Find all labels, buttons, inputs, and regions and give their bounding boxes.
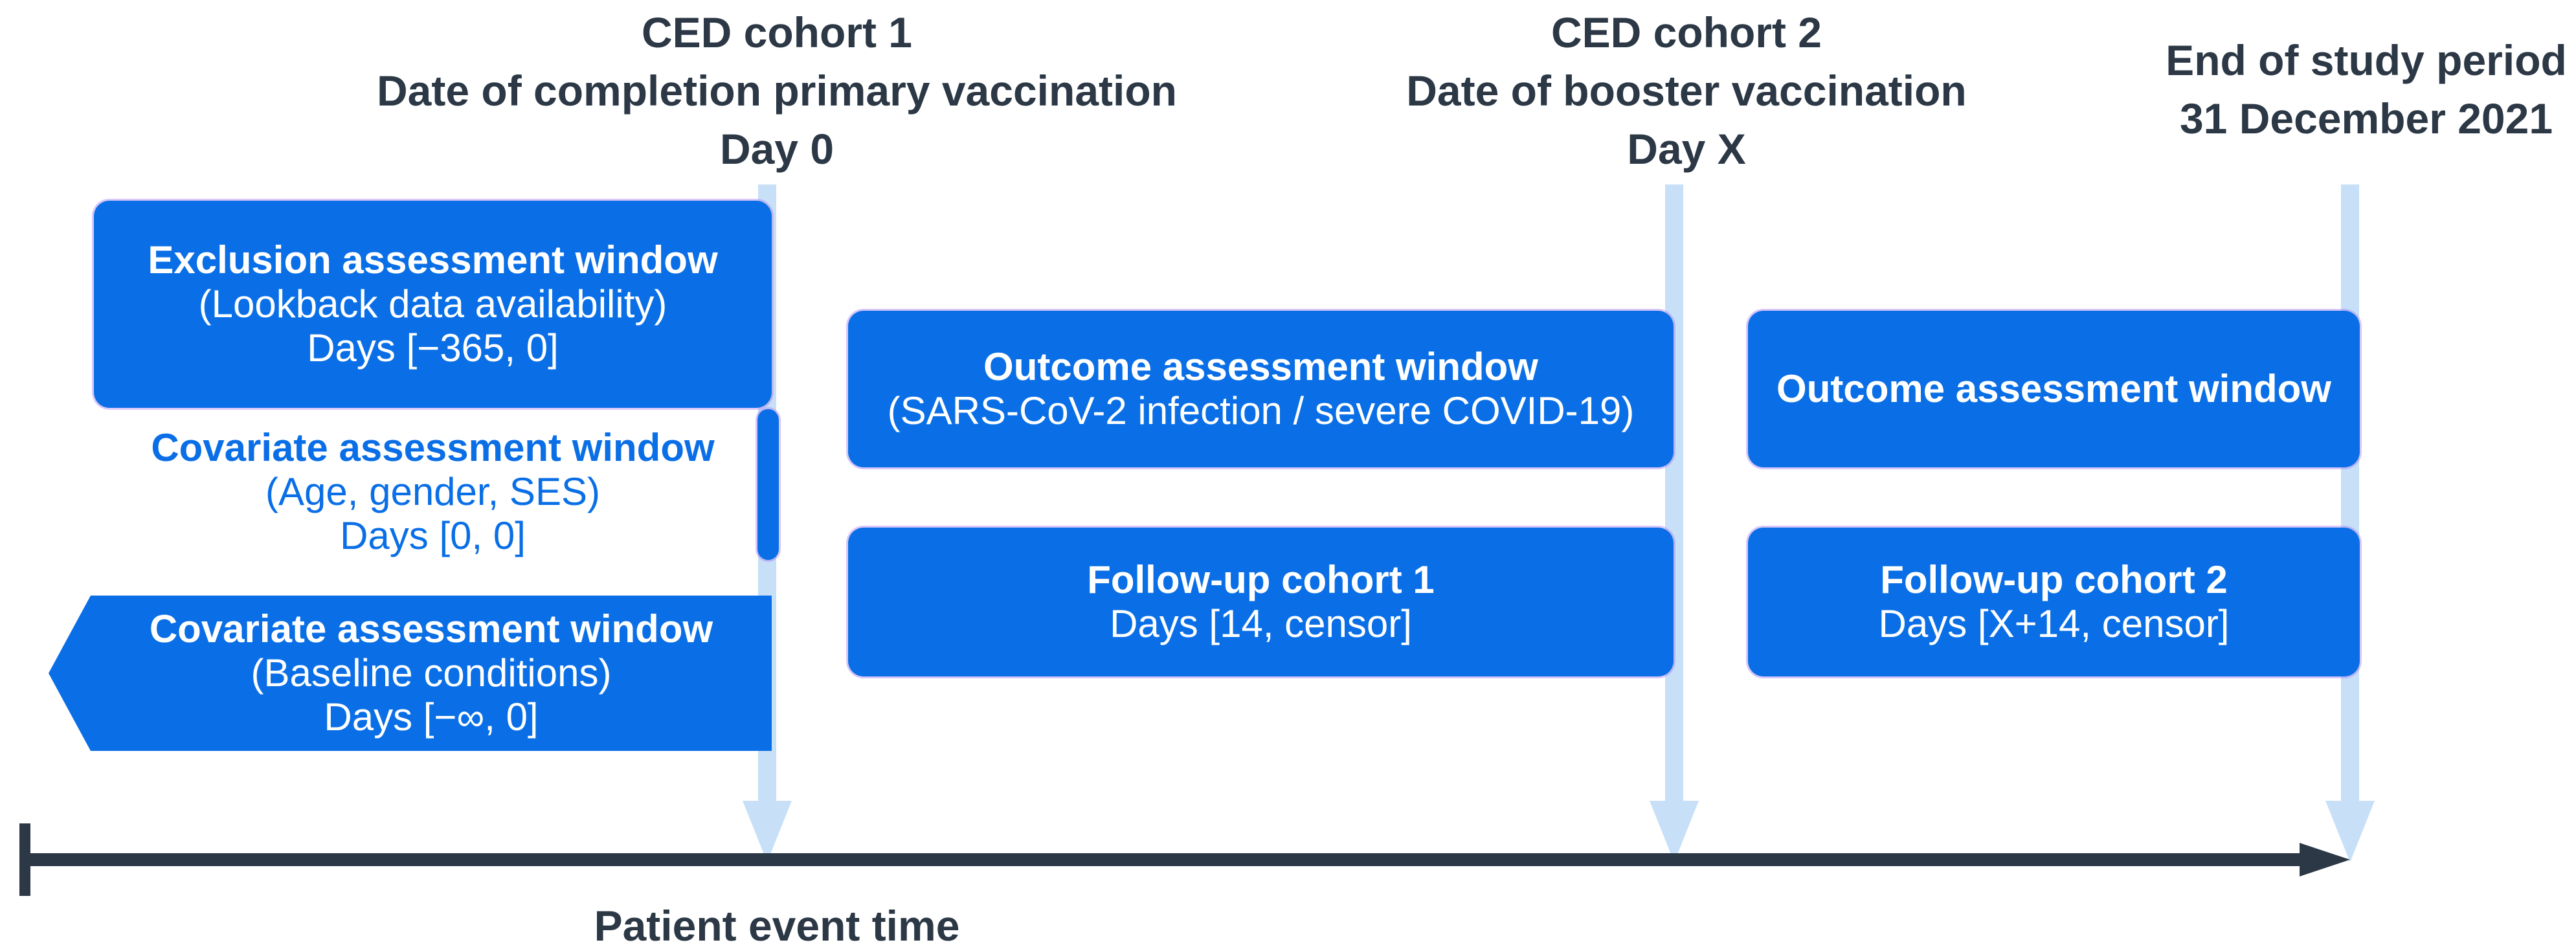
followup1-range: Days [14, censor] (1110, 602, 1412, 645)
outcome-window-cohort2-box: Outcome assessment window (1748, 311, 2360, 467)
followup2-range: Days [X+14, censor] (1878, 602, 2230, 645)
dayx-arrow-shaft (1665, 184, 1683, 801)
milestone-end-of-study: End of study period 31 December 2021 (2043, 31, 2576, 148)
outcome-window-cohort1-box: Outcome assessment window (SARS-CoV-2 in… (848, 311, 1674, 467)
followup1-title: Follow-up cohort 1 (1087, 558, 1435, 601)
covariate-baseline-subtitle: (Baseline conditions) (251, 651, 612, 695)
dayx-arrow-head-icon (1650, 801, 1699, 862)
milestone-cohort1-day: Day 0 (719, 125, 834, 173)
milestone-cohort1: CED cohort 1 Date of completion primary … (129, 3, 1424, 178)
milestone-cohort2: CED cohort 2 Date of booster vaccination… (1169, 3, 2204, 178)
end-arrow-shaft (2341, 184, 2359, 801)
covariate-day0-title: Covariate assessment window (151, 426, 715, 469)
exclusion-box-subtitle: (Lookback data availability) (198, 282, 667, 326)
outcome1-subtitle: (SARS-CoV-2 infection / severe COVID-19) (887, 389, 1635, 432)
outcome1-title: Outcome assessment window (983, 345, 1538, 388)
covariate-baseline-title: Covariate assessment window (149, 607, 713, 651)
covariate-baseline-window-box: Covariate assessment window (Baseline co… (49, 596, 772, 751)
axis-line (19, 853, 2300, 866)
followup2-title: Follow-up cohort 2 (1880, 558, 2228, 601)
milestone-end-name: End of study period (2166, 36, 2567, 84)
exclusion-box-title: Exclusion assessment window (148, 238, 718, 282)
covariate-day0-range: Days [0, 0] (340, 514, 526, 557)
outcome2-title: Outcome assessment window (1776, 367, 2331, 410)
milestone-end-date: 31 December 2021 (2179, 95, 2553, 142)
milestone-cohort2-event: Date of booster vaccination (1406, 67, 1967, 115)
exclusion-box-range: Days [−365, 0] (307, 326, 559, 370)
day0-arrow-head-icon (743, 801, 792, 862)
axis-arrow-head-icon (2300, 843, 2350, 876)
exclusion-assessment-window-box: Exclusion assessment window (Lookback da… (94, 201, 772, 408)
milestone-cohort2-day: Day X (1627, 125, 1746, 173)
followup-cohort1-box: Follow-up cohort 1 Days [14, censor] (848, 528, 1674, 676)
covariate-day0-window-marker (757, 409, 779, 560)
covariate-baseline-range: Days [−∞, 0] (324, 695, 539, 739)
covariate-day0-subtitle: (Age, gender, SES) (265, 470, 600, 513)
axis-label: Patient event time (594, 902, 960, 949)
covariate-day0-text-block: Covariate assessment window (Age, gender… (94, 426, 772, 558)
followup-cohort2-box: Follow-up cohort 2 Days [X+14, censor] (1748, 528, 2360, 676)
milestone-cohort1-name: CED cohort 1 (641, 8, 913, 56)
milestone-cohort1-event: Date of completion primary vaccination (377, 67, 1177, 115)
milestone-cohort2-name: CED cohort 2 (1551, 8, 1822, 56)
